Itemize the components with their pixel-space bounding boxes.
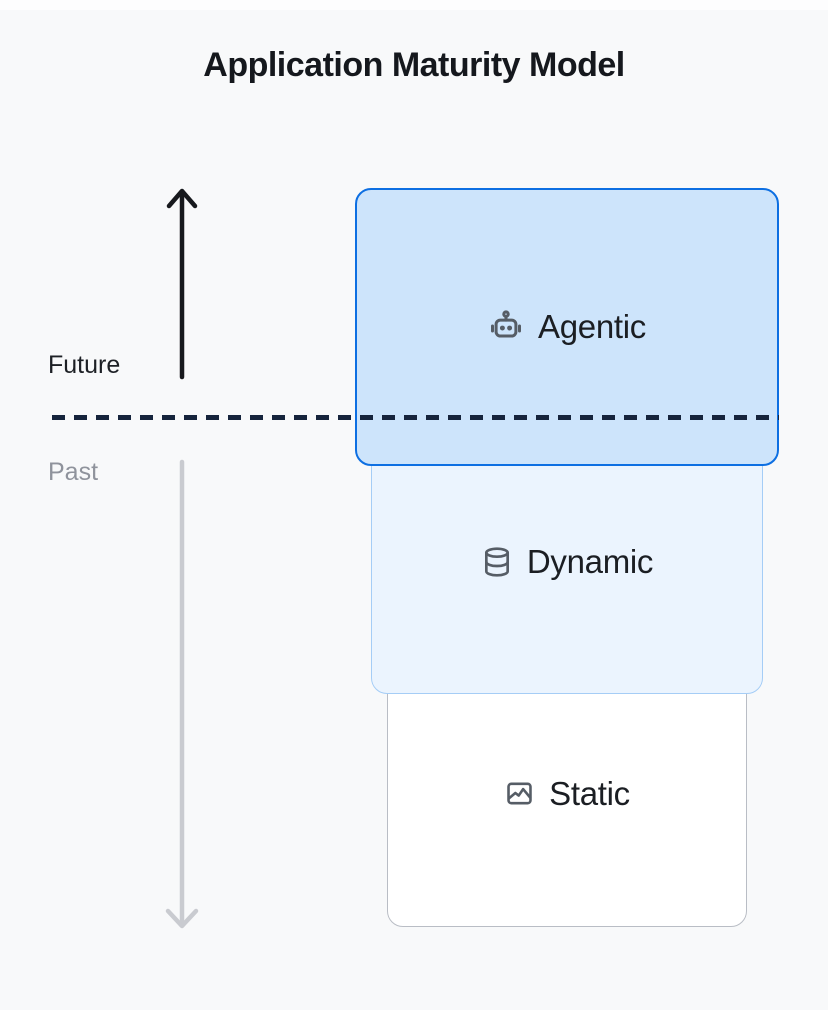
level-content-dynamic: Dynamic: [481, 543, 653, 581]
level-label: Dynamic: [526, 543, 654, 580]
down-arrow-icon: [165, 459, 199, 929]
robot-icon: [488, 309, 524, 345]
level-box-agentic: Agentic: [355, 188, 779, 466]
database-icon: [481, 546, 513, 578]
up-arrow-icon: [166, 188, 198, 380]
level-box-dynamic: Dynamic: [371, 430, 763, 694]
image-icon: [504, 778, 535, 809]
future-axis-label: Future: [48, 351, 121, 379]
page-title: Application Maturity Model: [203, 46, 625, 84]
level-label: Agentic: [538, 308, 646, 345]
level-content-static: Static: [504, 775, 630, 813]
present-divider-line: [52, 415, 779, 420]
level-label: Static: [549, 774, 630, 812]
past-axis-label: Past: [48, 458, 99, 486]
level-box-static: Static: [387, 660, 747, 927]
level-content-agentic: Agentic: [488, 308, 646, 346]
